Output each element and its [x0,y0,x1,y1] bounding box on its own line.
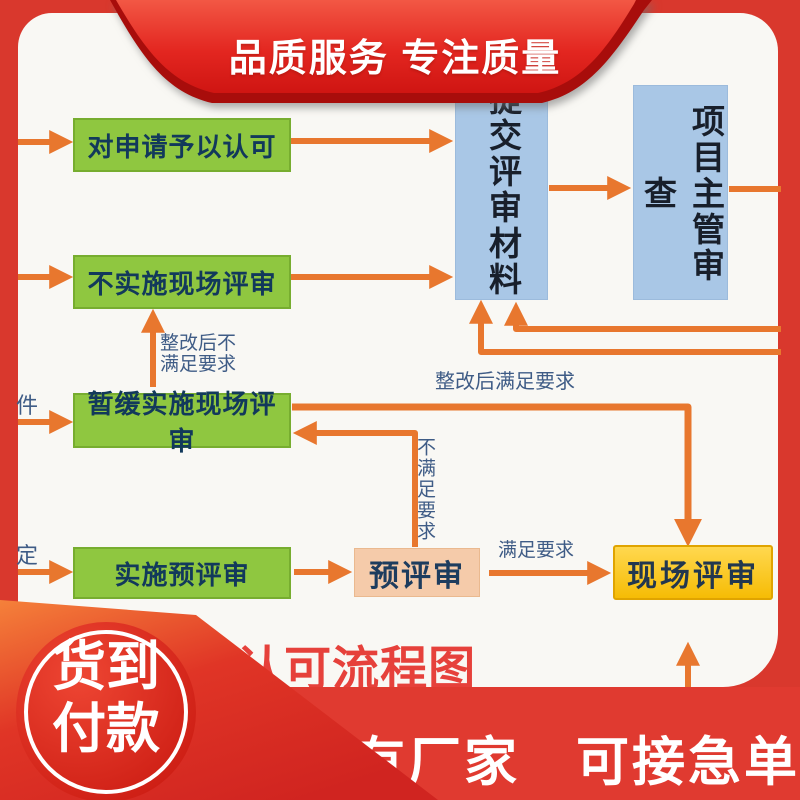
flow-box-preview: 预评审 [354,548,480,597]
arrow-feedback-upper [504,301,781,332]
arrow-preview-fail-to-suspend [292,421,418,547]
cod-badge: 货到 付款 [30,636,182,760]
edge-label-rectify-pass: 整改后满足要求 [435,371,575,393]
flow-box-suspend: 暂缓实施现场评审 [73,389,291,456]
flow-box-submit: 提交评审材料 [455,78,548,300]
top-ribbon [0,0,800,130]
top-ribbon-text: 品质服务 专注质量 [228,38,562,80]
cod-badge-line2: 付款 [52,699,160,759]
flow-box-supervisor: 项目主管审查 [633,85,728,300]
cod-badge-line1: 货到 [52,637,160,697]
flow-box-approve: 对申请予以认可 [73,118,291,172]
cod-badge-circle [16,622,196,800]
edge-label-pass: 满足要求 [498,540,575,561]
edge-label-fail-vertical: 不满足要求 [414,437,435,542]
arrow-rectify-pass-to-onsite [292,403,702,547]
edge-label-left-fragment-top: 件 [16,393,39,418]
edge-label-rectify-fail: 整改后不 满足要求 [160,333,237,375]
flow-box-onsite: 现场评审 [613,545,773,600]
edge-label-left-fragment-bottom: 定 [16,543,39,568]
ribbon-body [116,0,636,93]
cod-badge-ring [24,630,188,794]
flow-box-pre-impl: 实施预评审 [73,547,291,599]
cod-badge-backing [0,600,438,800]
flow-box-no-onsite: 不实施现场评审 [73,255,291,309]
arrow-feedback-lower [469,299,781,355]
